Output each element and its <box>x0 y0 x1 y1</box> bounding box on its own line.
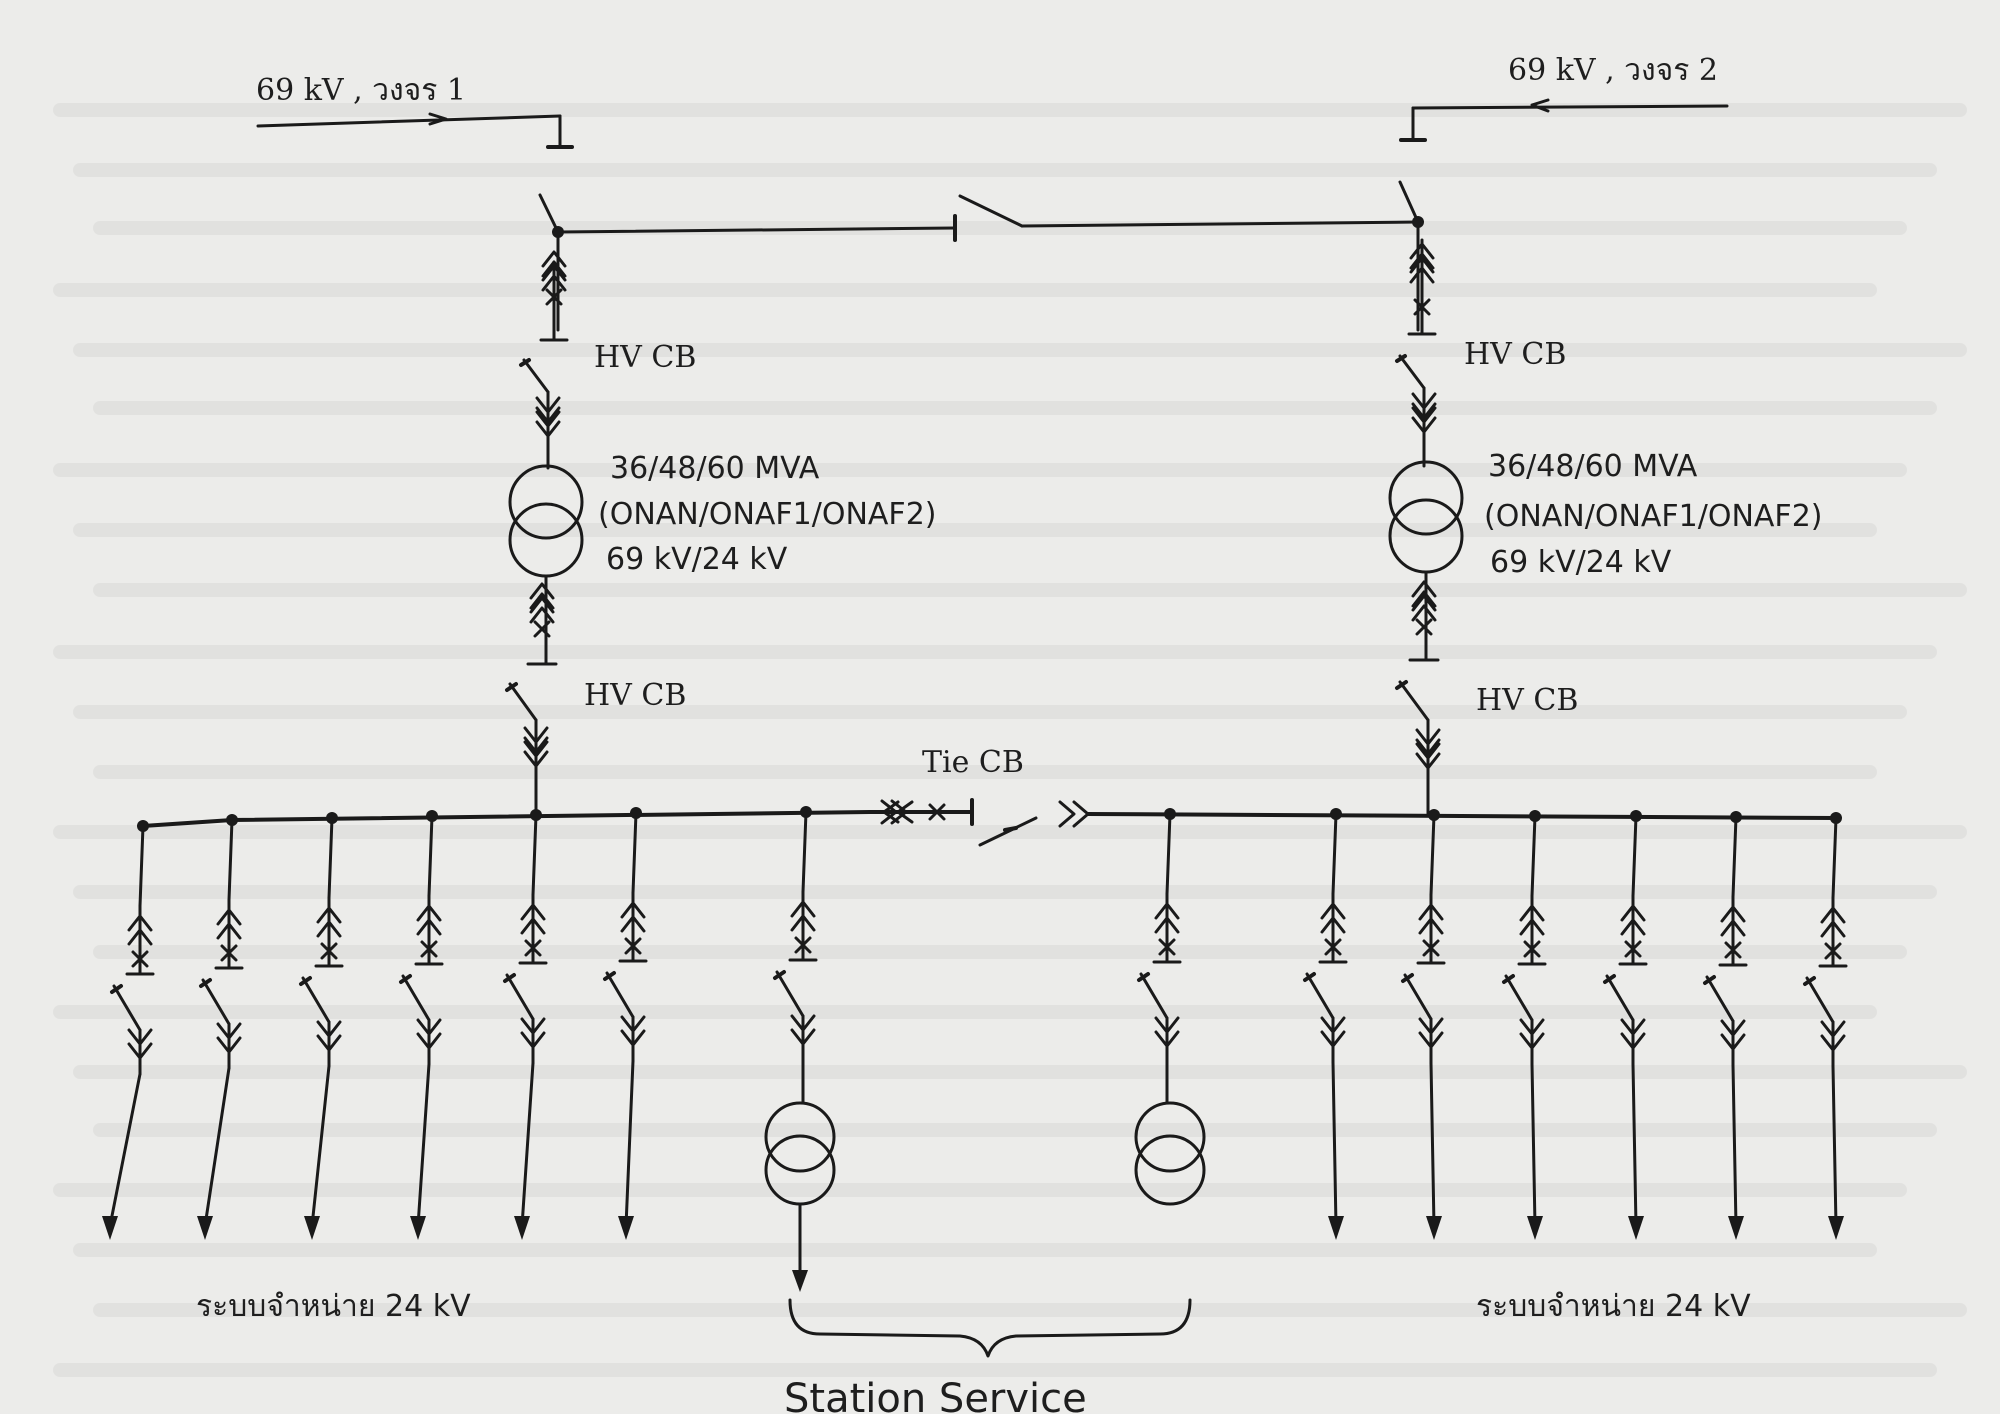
hv-cb-upper-right-label: HV CB <box>1464 337 1566 372</box>
left-transformer-rating: 36/48/60 MVA <box>610 451 820 486</box>
feeder-10 <box>1401 809 1446 1240</box>
feeder-13 <box>1703 811 1748 1240</box>
hv-cb-lower-right-label: HV CB <box>1476 683 1578 718</box>
left-distribution-label: ระบบจำหน่าย 24 kV <box>196 1289 471 1324</box>
incoming-line-2-label: 69 kV , วงจร 2 <box>1508 53 1718 88</box>
feeder-2 <box>197 814 244 1240</box>
feeder-12 <box>1603 810 1648 1240</box>
left-transformer-cooling: (ONAN/ONAF1/ONAF2) <box>598 497 936 532</box>
feeder-7 <box>773 806 818 1105</box>
right-transformer-cooling: (ONAN/ONAF1/ONAF2) <box>1484 499 1822 534</box>
feeder-14 <box>1803 812 1848 1240</box>
hv-bus-tie <box>552 194 1424 242</box>
tie-cb-label: Tie CB <box>922 745 1024 780</box>
right-transformer-voltage: 69 kV/24 kV <box>1490 545 1672 580</box>
hv-cb-upper-left-label: HV CB <box>594 340 696 375</box>
tie-cb <box>880 798 1090 847</box>
station-service-transformer-left <box>764 1101 836 1292</box>
station-service-label: Station Service <box>784 1376 1087 1414</box>
incoming-line-1-label: 69 kV , วงจร 1 <box>256 73 466 108</box>
left-transformer-voltage: 69 kV/24 kV <box>606 542 788 577</box>
feeder-1 <box>102 820 155 1240</box>
station-service-transformer-right <box>1134 1101 1206 1206</box>
right-transformer-bay <box>1388 238 1464 817</box>
feeder-6 <box>603 807 648 1240</box>
feeder-group <box>102 806 1848 1240</box>
feeder-5 <box>503 809 548 1240</box>
station-service-brace <box>788 1298 1192 1358</box>
incoming-line-2 <box>1398 98 1729 332</box>
feeder-3 <box>299 812 344 1240</box>
right-24kv-bus <box>1086 812 1838 820</box>
incoming-line-1 <box>256 112 574 332</box>
left-24kv-bus <box>141 810 974 828</box>
feeder-11 <box>1502 810 1547 1240</box>
hv-cb-lower-left-label: HV CB <box>584 678 686 713</box>
left-transformer-bay <box>505 250 584 817</box>
right-distribution-label: ระบบจำหน่าย 24 kV <box>1476 1289 1751 1324</box>
right-transformer-rating: 36/48/60 MVA <box>1488 449 1698 484</box>
feeder-4 <box>399 810 444 1240</box>
feeder-9 <box>1303 808 1348 1240</box>
feeder-8 <box>1137 808 1182 1105</box>
